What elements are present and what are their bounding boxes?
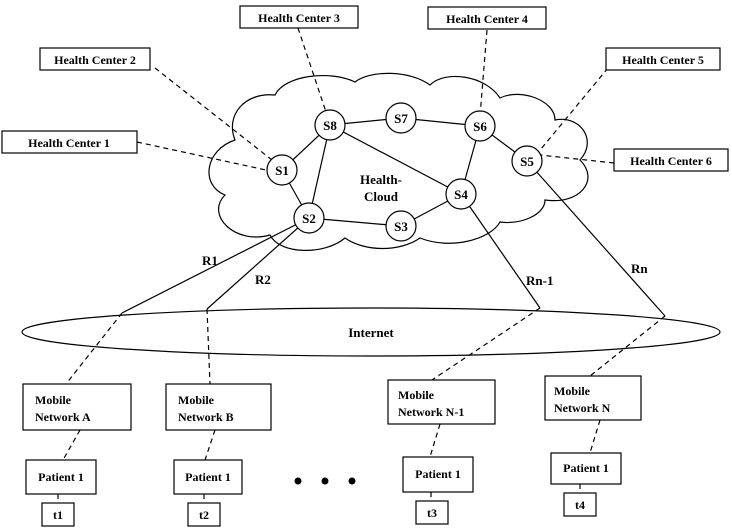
hc2-link: [154, 67, 273, 161]
route-rn-1: [460, 193, 541, 309]
svg-text:S7: S7: [394, 111, 408, 126]
svg-text:Patient 1: Patient 1: [563, 461, 609, 475]
time-box-t1: t1: [41, 502, 75, 527]
mobile-network-b: Mobile Network B: [165, 383, 272, 431]
patient-box-3: Patient 1: [402, 456, 474, 493]
route-label-r2: R2: [255, 272, 271, 287]
svg-text:Mobile: Mobile: [35, 393, 72, 407]
health-center-4: Health Center 4: [427, 6, 547, 30]
svg-text:S8: S8: [323, 118, 337, 133]
svg-text:S2: S2: [302, 211, 316, 226]
server-s5: S5: [511, 145, 543, 177]
server-s1: S1: [266, 154, 298, 186]
hc1-link: [136, 141, 267, 171]
route-label-rn: Rn: [631, 261, 648, 276]
svg-text:Mobile: Mobile: [554, 384, 591, 398]
patient-box-4: Patient 1: [550, 452, 622, 485]
mobile-network-n-1: Mobile Network N-1: [387, 379, 496, 425]
server-s8: S8: [314, 109, 346, 141]
inet-netN-link: [589, 315, 666, 377]
netN1-patient-link: [429, 423, 441, 458]
svg-text:S4: S4: [454, 187, 468, 202]
svg-text:S3: S3: [394, 219, 408, 234]
mobile-network-a: Mobile Network A: [22, 383, 132, 431]
netA-patient-link: [62, 429, 81, 461]
time-box-t3: t3: [415, 500, 449, 525]
svg-text:Mobile: Mobile: [398, 388, 435, 402]
time-box-t4: t4: [563, 492, 597, 517]
inet-netA-link: [65, 312, 123, 385]
svg-text:Health Center 6: Health Center 6: [630, 154, 712, 168]
route-r2: [206, 217, 310, 310]
svg-text:t1: t1: [53, 508, 63, 522]
patient-box-1: Patient 1: [25, 459, 97, 495]
svg-text:S5: S5: [520, 154, 534, 169]
svg-text:Health Center 1: Health Center 1: [28, 136, 110, 150]
mobile-network-n: Mobile Network N: [544, 375, 642, 421]
link-s8-s4: [329, 124, 462, 195]
inet-netB-link: [206, 308, 211, 385]
hc5-link: [535, 67, 609, 156]
patient-box-2: Patient 1: [173, 459, 243, 495]
svg-text:S1: S1: [275, 163, 289, 178]
route-rn: [526, 160, 666, 317]
svg-text:t3: t3: [427, 506, 437, 520]
hc3-link: [297, 27, 328, 116]
route-label-r1: R1: [202, 253, 218, 268]
svg-text:t2: t2: [199, 508, 209, 522]
svg-text:Network B: Network B: [178, 410, 234, 424]
netB-patient-link: [204, 429, 216, 461]
health-center-5: Health Center 5: [605, 47, 721, 71]
cloud-label-line2: Cloud: [364, 189, 399, 204]
health-center-2: Health Center 2: [39, 47, 151, 71]
inet-netN1-link: [431, 307, 541, 381]
svg-text:S6: S6: [473, 119, 487, 134]
svg-text:Health Center 3: Health Center 3: [258, 11, 340, 25]
svg-text:Mobile: Mobile: [178, 393, 215, 407]
link-s8-s2: [308, 124, 331, 219]
internet-ellipse: [21, 307, 721, 357]
netN-patient-link: [589, 419, 601, 454]
internet-label: Internet: [348, 325, 394, 340]
svg-text:Health Center 2: Health Center 2: [54, 53, 136, 67]
cloud-label-line1: Health-: [360, 172, 402, 187]
server-s3: S3: [385, 210, 417, 242]
server-s6: S6: [464, 110, 496, 142]
svg-text:Patient 1: Patient 1: [415, 467, 461, 481]
route-r1: [121, 217, 310, 314]
svg-text:Health Center 5: Health Center 5: [622, 53, 704, 67]
svg-text:Network N: Network N: [554, 401, 611, 415]
svg-text:Network A: Network A: [35, 410, 91, 424]
server-s2: S2: [293, 202, 325, 234]
svg-text:Network N-1: Network N-1: [398, 405, 464, 419]
health-center-3: Health Center 3: [239, 5, 359, 29]
ellipsis-dots-icon: [294, 477, 356, 485]
svg-text:Patient 1: Patient 1: [185, 470, 231, 484]
hc4-link: [479, 29, 488, 117]
health-center-6: Health Center 6: [613, 148, 729, 172]
health-center-1: Health Center 1: [1, 130, 138, 154]
svg-text:Patient 1: Patient 1: [38, 470, 84, 484]
server-s4: S4: [445, 178, 477, 210]
hc6-link: [539, 154, 615, 164]
server-s7: S7: [385, 102, 417, 134]
time-box-t2: t2: [187, 502, 221, 527]
svg-text:t4: t4: [575, 498, 585, 512]
health-cloud: [208, 72, 589, 251]
route-label-rn-1: Rn-1: [526, 273, 553, 288]
svg-text:Health Center 4: Health Center 4: [446, 12, 528, 26]
